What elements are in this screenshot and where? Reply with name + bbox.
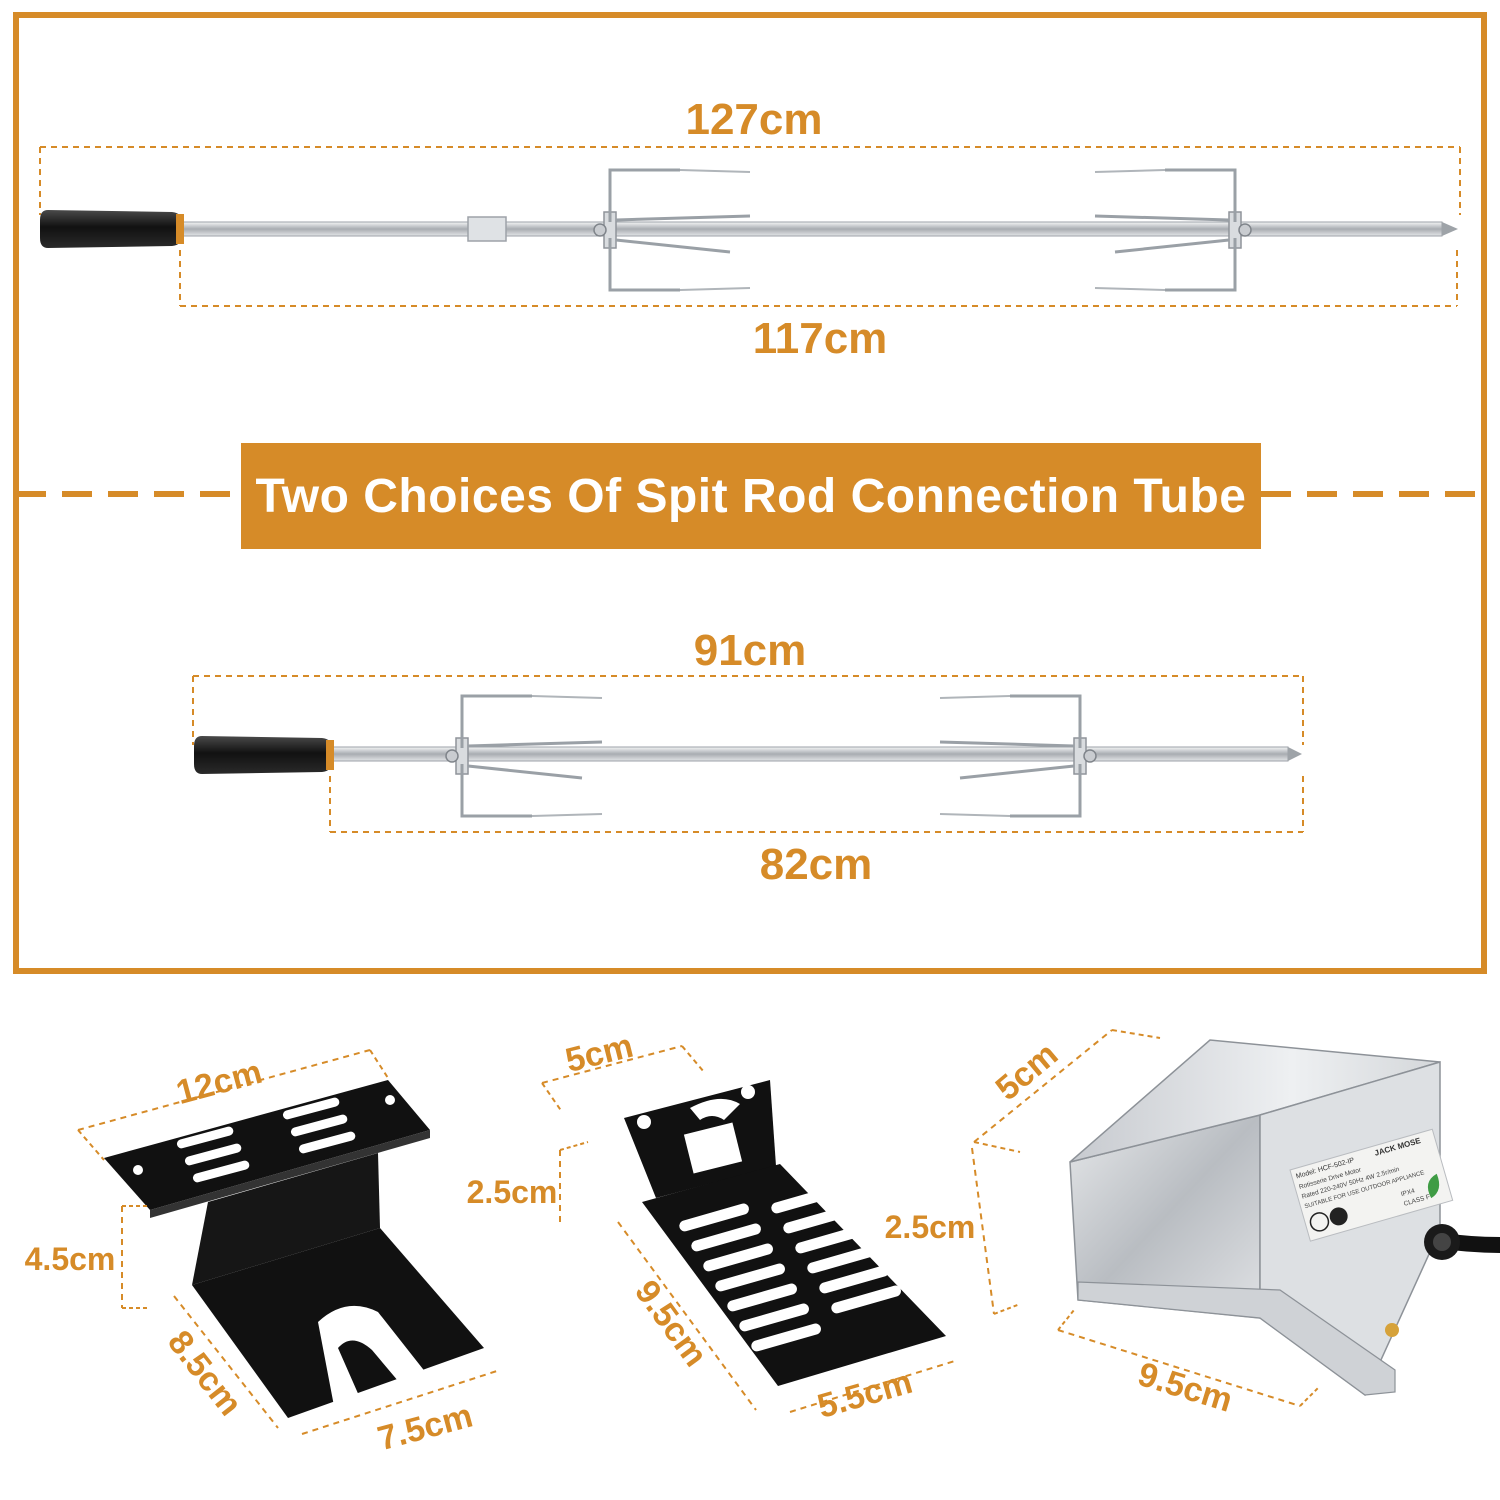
motor-label-ipx: IPX4 bbox=[1400, 1187, 1416, 1198]
motor-height: 2.5cm bbox=[885, 1209, 976, 1245]
short-spit-rod: 91cm 82cm bbox=[192, 626, 1304, 889]
bracket-a: 12cm 4.5cm 8.5cm 7.5cm bbox=[25, 1049, 501, 1458]
long-rod-spit-length: 117cm bbox=[753, 314, 888, 363]
bracket-b-height: 2.5cm bbox=[467, 1174, 558, 1210]
bracket-a-top-width: 12cm bbox=[172, 1053, 266, 1112]
motor-width: 9.5cm bbox=[1134, 1355, 1237, 1420]
short-rod-spit-length: 82cm bbox=[760, 840, 873, 889]
bracket-b-top-width: 5cm bbox=[562, 1027, 637, 1080]
motor-depth: 5cm bbox=[989, 1035, 1066, 1108]
bracket-b-base-depth: 9.5cm bbox=[627, 1273, 714, 1373]
banner-title: Two Choices Of Spit Rod Connection Tube bbox=[255, 469, 1247, 523]
bracket-a-height: 4.5cm bbox=[25, 1241, 116, 1277]
short-rod-handle bbox=[194, 736, 334, 774]
short-rod-total-length: 91cm bbox=[694, 626, 807, 675]
bracket-b-base-width: 5.5cm bbox=[813, 1363, 916, 1426]
motor-rating-label: Model: HCF-502-IP JACK MOSE Rotisserie D… bbox=[1289, 1128, 1454, 1242]
section-banner: Two Choices Of Spit Rod Connection Tube bbox=[241, 443, 1261, 549]
long-rod-handle bbox=[40, 210, 184, 248]
long-spit-rod: 127cm 117cm bbox=[39, 95, 1461, 363]
long-rod-total-length: 127cm bbox=[685, 95, 822, 144]
rotisserie-motor: Model: HCF-502-IP JACK MOSE Rotisserie D… bbox=[885, 1029, 1500, 1420]
ce-mark-icon bbox=[1309, 1207, 1348, 1232]
eco-leaf-icon bbox=[1427, 1173, 1440, 1199]
bracket-b: 5cm 2.5cm 9.5cm 5.5cm bbox=[467, 1027, 959, 1426]
